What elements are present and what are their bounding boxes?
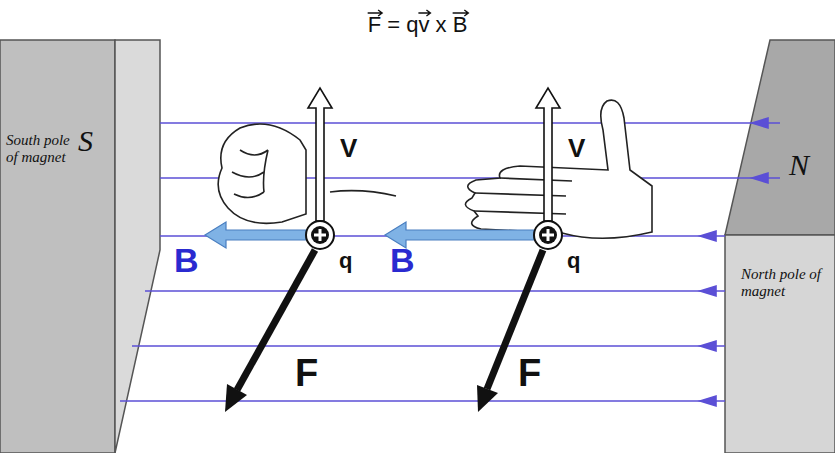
positive-charge [534, 221, 562, 249]
velocity-label: V [566, 135, 587, 161]
pole-letter: N [789, 150, 809, 180]
field-arrowhead [700, 341, 716, 351]
finger-lines [232, 150, 268, 198]
title-row: F = qv x B [0, 12, 835, 38]
field-arrowhead [700, 396, 716, 406]
force-arrowhead [225, 384, 247, 412]
field-line [145, 290, 725, 292]
field-label: B [172, 243, 201, 277]
positive-charge [306, 221, 334, 249]
field-arrowhead [700, 286, 716, 296]
field-label: B [388, 243, 417, 277]
pole-letter: S [78, 126, 93, 156]
open-hand [465, 100, 652, 238]
magnet-face [0, 40, 115, 453]
hand-outline [218, 124, 306, 223]
force-arrowhead [477, 385, 498, 412]
velocity-arrow [536, 88, 560, 221]
charge-label: q [337, 250, 354, 272]
charge-circle [306, 221, 334, 249]
plus-sign [542, 229, 554, 241]
charge-disc [311, 226, 329, 244]
field-arrow [205, 222, 306, 248]
field-line [132, 345, 725, 347]
hand-outline [465, 100, 652, 238]
field-arrowhead [700, 231, 716, 241]
charge-circle [534, 221, 562, 249]
finger-lines [474, 178, 572, 214]
velocity-arrow [308, 88, 332, 221]
field-arrowhead [752, 173, 768, 183]
charge-disc [539, 226, 557, 244]
force-label: F [293, 354, 320, 392]
field-arrowhead [752, 118, 768, 128]
magnet-top [725, 40, 835, 235]
formula-title: F = qv x B [368, 12, 468, 38]
velocity-label: V [338, 135, 359, 161]
fist-hand [218, 124, 396, 223]
pole-caption: North pole of magnet [741, 266, 825, 301]
north-pole: N North pole of magnet [725, 40, 835, 453]
magnet-side [115, 40, 160, 453]
pole-caption: South pole of magnet [6, 132, 78, 167]
field-lines [120, 118, 780, 406]
force-label: F [516, 354, 543, 392]
magnet-face [725, 235, 835, 453]
field-line [120, 400, 725, 402]
south-pole: South pole of magnetS [0, 40, 115, 453]
charge-label: q [565, 250, 582, 272]
plus-sign [314, 229, 326, 241]
field-line [160, 122, 780, 124]
thumb-line [330, 191, 396, 196]
